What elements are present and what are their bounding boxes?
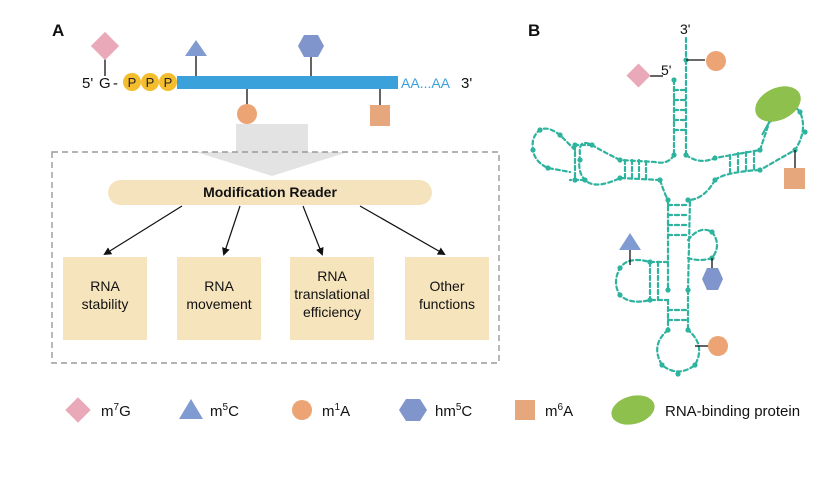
mrna-polya-tail: AA...AA (401, 75, 451, 91)
m7g-diamond-icon (65, 397, 91, 423)
function-box-rna-translational-efficiency: RNA translational efficiency (290, 257, 374, 340)
function-box-line: Other (429, 278, 464, 294)
hm5c-hexagon-icon (702, 268, 723, 290)
trna-loop (686, 228, 719, 262)
trna-loop (614, 258, 670, 303)
m7g-diamond-icon (90, 31, 120, 61)
function-box-line: RNA (90, 278, 120, 294)
phosphate-circle (141, 73, 159, 91)
reader-arrow (103, 205, 183, 256)
trna-modifications (619, 51, 805, 356)
reader-arrow (359, 205, 446, 255)
trna-loop (578, 141, 622, 186)
mrna-three-prime: 3' (461, 75, 472, 92)
trna-base-pairs (648, 260, 660, 302)
phosphate-label: P (146, 75, 155, 90)
m5c-triangle-icon (179, 399, 203, 419)
trna-strand (686, 178, 717, 292)
phosphate-label: P (164, 75, 173, 90)
mrna-strand: 5' G - P P P AA...AA 3' (82, 31, 472, 126)
m7g-diamond-icon (626, 63, 651, 88)
modification-reader-pill (108, 180, 432, 205)
m6a-square-icon (370, 105, 390, 126)
function-box-other-functions: Other functions (405, 257, 489, 340)
trna-loop (531, 127, 577, 174)
legend-label: m7G (101, 402, 131, 420)
m1a-circle-icon (708, 336, 728, 356)
hm5c-hexagon-icon (298, 35, 324, 57)
legend-item-m1a: m1A (292, 400, 350, 420)
reader-arrow (222, 205, 241, 256)
function-box-line: RNA (317, 268, 347, 284)
trna-five-prime: 5' (661, 62, 671, 78)
mrna-cap-base: G (99, 75, 111, 92)
trna-base-pairs (728, 149, 756, 177)
function-box-line: functions (419, 296, 475, 312)
legend-item-rna-binding-protein: RNA-binding protein (611, 395, 800, 425)
modification-reader-title: Modification Reader (203, 184, 337, 200)
phosphate-label: P (128, 75, 137, 90)
legend-label: RNA-binding protein (665, 403, 800, 420)
reader-function-frame (51, 151, 500, 364)
function-box-line: efficiency (303, 304, 361, 320)
trna-three-prime: 3' (680, 21, 690, 37)
flow-arrow (196, 124, 348, 176)
m1a-circle-icon (237, 104, 257, 124)
m1a-circle-icon (706, 51, 726, 71)
trna-strand (658, 178, 670, 292)
legend-label: m6A (545, 402, 573, 420)
mrna-body-bar (177, 76, 398, 89)
panel-b-label: B (528, 21, 540, 40)
phosphate-group: P P P (123, 73, 177, 91)
m1a-circle-icon (292, 400, 312, 420)
legend-label: hm5C (435, 402, 472, 420)
panel-a-label: A (52, 21, 64, 40)
reader-arrow (302, 205, 324, 256)
legend-label: m1A (322, 402, 350, 420)
trna-base-pairs (666, 203, 690, 237)
trna-strand (666, 288, 690, 332)
m5c-triangle-icon (619, 233, 641, 250)
hm5c-hexagon-icon (399, 399, 427, 421)
function-box-line: RNA (204, 278, 234, 294)
m6a-square-icon (515, 400, 535, 420)
trna-structure (531, 36, 805, 373)
m6a-square-icon (784, 168, 805, 189)
trna-strand (684, 148, 762, 162)
legend-item-hm5c: hm5C (399, 399, 472, 421)
function-box-rna-stability: RNA stability (63, 257, 147, 340)
legend-item-m7g: m7G (65, 397, 131, 423)
rna-binding-protein-icon (611, 395, 655, 425)
trna-strand (618, 176, 662, 182)
mrna-cap-dash: - (113, 75, 118, 92)
function-box-line: stability (82, 296, 129, 312)
function-box-rna-movement: RNA movement (177, 257, 261, 340)
function-box-line: translational (294, 286, 370, 302)
legend-item-m6a: m6A (515, 400, 573, 420)
trna-base-pairs (623, 158, 648, 181)
mrna-five-prime: 5' (82, 75, 93, 92)
trna-base-pairs (672, 88, 688, 132)
phosphate-circle (159, 73, 177, 91)
rna-binding-protein-icon (755, 86, 801, 122)
function-box-line: movement (186, 296, 251, 312)
legend: m7G m5C m1A hm5C m6A RNA-binding protein (65, 395, 800, 425)
phosphate-circle (123, 73, 141, 91)
legend-item-m5c: m5C (179, 399, 239, 420)
trna-base-pairs (666, 308, 690, 322)
legend-label: m5C (210, 402, 239, 420)
m5c-triangle-icon (185, 40, 207, 56)
